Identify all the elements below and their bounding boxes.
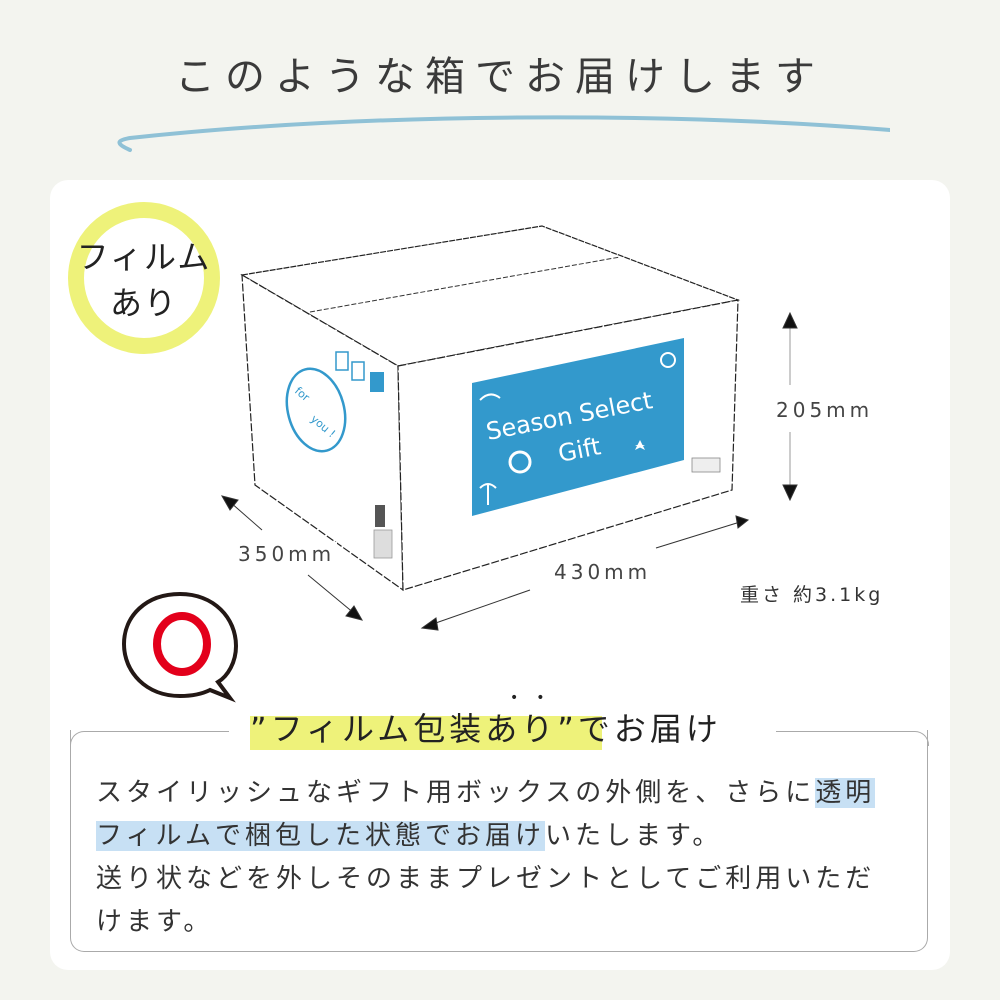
season-select-gift-label: Season Select Gift — [472, 338, 684, 516]
description-text: スタイリッシュなギフト用ボックスの外側を、さらに透明 フィルムで梱包した状態でお… — [96, 772, 916, 944]
film-included-badge: フィルム あり — [68, 202, 220, 354]
desc-line4: けます。 — [96, 907, 214, 937]
emphasis-dots: •• — [510, 690, 563, 706]
height-dimension-label: 205mm — [774, 398, 876, 422]
weight-label: 重さ 約3.1kg — [740, 584, 884, 606]
film-packaging-heading: •• ”フィルム包装あり”でお届け — [70, 690, 930, 760]
heading-rest-text: でお届け — [577, 710, 722, 748]
page-title: このような箱でお届けします — [175, 54, 825, 100]
badge-line1: フィルム — [76, 238, 212, 276]
title-underline-swoosh — [117, 115, 890, 152]
desc-line3: 送り状などを外しそのままプレゼントとしてご利用いただ — [96, 864, 876, 894]
desc-line1-highlight: 透明 — [815, 778, 876, 808]
description-frame — [70, 730, 928, 952]
heading-highlight-text: ”フィルム包装あり” — [250, 710, 578, 748]
desc-line2-highlight: フィルムで梱包した状態でお届け — [96, 821, 545, 851]
badge-line2: あり — [109, 284, 178, 322]
heading-highlight — [250, 716, 602, 750]
ok-circle-speech-bubble-icon — [121, 591, 239, 703]
desc-line2: いたします。 — [544, 821, 723, 851]
width-dimension-label: 430mm — [552, 560, 654, 584]
gift-box-illustration: Season Select Gift for you ! — [220, 225, 798, 631]
depth-dimension-label: 350mm — [236, 542, 338, 566]
desc-line1: スタイリッシュなギフト用ボックスの外側を、さらに — [96, 778, 816, 808]
